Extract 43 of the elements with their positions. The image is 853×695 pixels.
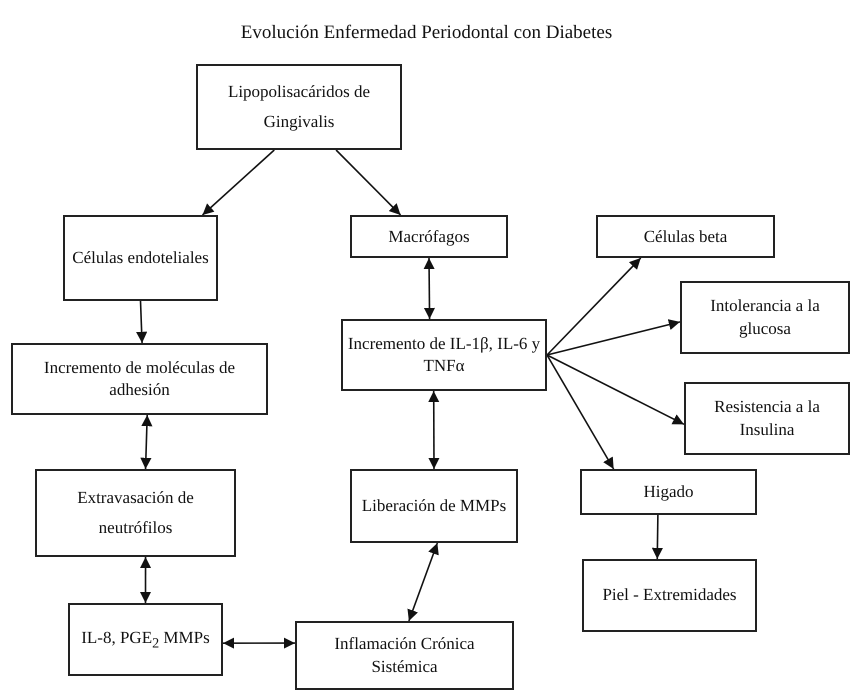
process-box <box>582 559 757 632</box>
arrow <box>546 257 642 356</box>
box-label: Lipopolisacáridos de Gingivalis <box>226 81 372 133</box>
process-box <box>684 382 850 455</box>
arrow <box>202 149 275 216</box>
arrow <box>140 414 152 470</box>
process-box <box>68 603 223 676</box>
arrow <box>546 354 614 470</box>
process-box <box>11 343 268 415</box>
process-box <box>596 215 775 258</box>
box-label: Células endoteliales <box>72 247 209 270</box>
box-label: Piel - Extremidades <box>602 584 737 606</box>
box-label: Incremento de IL-1β, IL-6 y TNFα <box>347 332 541 377</box>
box-label: Intolerancia a la glucosa <box>709 295 821 340</box>
box-label: IL-8, PGE$_{2}$ MMPs <box>81 626 210 652</box>
box-label: Higado <box>643 481 694 504</box>
arrow <box>140 557 152 603</box>
arrow <box>223 638 295 649</box>
process-box <box>35 469 236 557</box>
box-label: Extravasación de neutrófilos <box>76 487 195 539</box>
process-box <box>295 621 514 690</box>
box-label: Incremento de moléculas de adhesión <box>42 356 236 401</box>
box-label: Inflamación Crónica Sistémica <box>333 633 476 678</box>
arrow <box>336 149 402 216</box>
arrow <box>652 514 663 560</box>
process-box <box>341 319 547 391</box>
arrow <box>428 391 440 469</box>
box-label: Resistencia a la Insulina <box>713 396 821 440</box>
box-label: Células beta <box>644 226 728 248</box>
process-box <box>350 215 508 258</box>
process-box <box>680 281 850 354</box>
process-box <box>350 469 518 543</box>
arrow <box>407 542 439 622</box>
box-label: Macrófagos <box>388 226 470 248</box>
process-box <box>196 64 402 150</box>
arrow <box>136 300 148 344</box>
diagram-title: Evolución Enfermedad Periodontal con Diabetes <box>240 22 614 44</box>
arrow <box>546 319 680 356</box>
box-label: Liberación de MMPs <box>362 494 506 517</box>
arrow <box>546 354 684 426</box>
arrow <box>424 258 436 319</box>
process-box <box>580 469 757 515</box>
process-box <box>63 215 218 301</box>
